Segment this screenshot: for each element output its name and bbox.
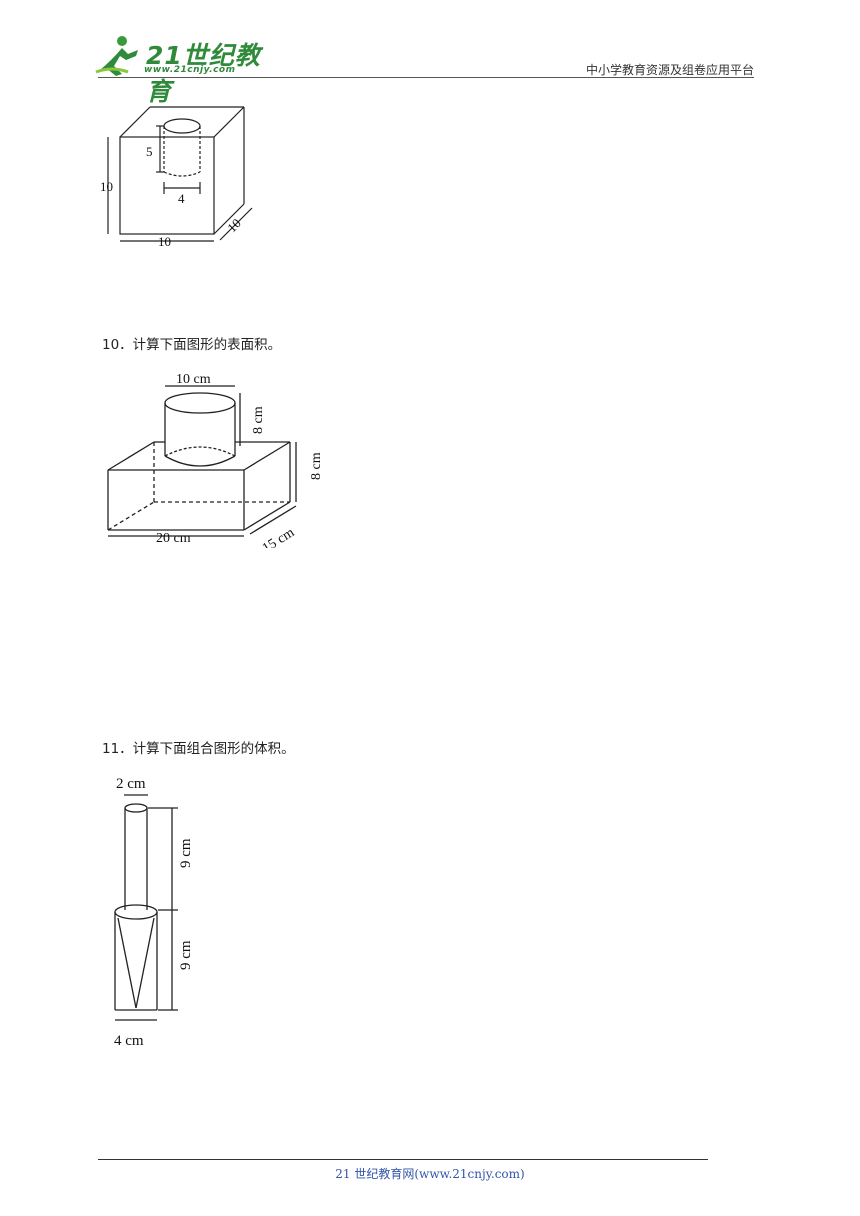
runner-logo-icon <box>95 36 138 76</box>
top-height-label: 9 cm <box>178 838 194 868</box>
cyl-diameter-label: 10 cm <box>176 372 211 387</box>
box-height-label: 8 cm <box>309 452 324 480</box>
hole-depth-label: 5 <box>146 144 153 159</box>
question-11-text: 11．计算下面组合图形的体积。 <box>102 741 295 757</box>
cylinder-cone-figure: 2 cm 9 cm 9 cm 4 cm <box>106 770 216 1055</box>
header-divider <box>98 77 754 78</box>
box-width-label: 20 cm <box>156 531 191 546</box>
footer-divider <box>98 1159 708 1160</box>
footer-link[interactable]: 21 世纪教育网(www.21cnjy.com) <box>335 1167 525 1181</box>
question-10-text: 10．计算下面图形的表面积。 <box>102 337 282 353</box>
width-label: 10 <box>158 234 171 249</box>
logo-text: 21世纪教育 <box>146 41 261 106</box>
bottom-height-label: 9 cm <box>178 940 194 970</box>
hole-diameter-label: 4 <box>178 191 185 206</box>
site-logo: 21世纪教育 www.21cnjy.com <box>92 34 262 106</box>
cylinder-on-box-figure: 10 cm 8 cm 8 cm 20 cm 15 cm <box>104 368 324 556</box>
bottom-diameter-label: 4 cm <box>114 1033 144 1049</box>
logo-url: www.21cnjy.com <box>144 65 236 75</box>
cyl-height-label: 8 cm <box>251 406 266 434</box>
height-label: 10 <box>100 179 113 194</box>
platform-title: 中小学教育资源及组卷应用平台 <box>585 63 754 77</box>
box-depth-label: 15 cm <box>260 525 297 548</box>
top-diameter-label: 2 cm <box>116 776 146 792</box>
cube-with-hole-figure: 5 4 10 10 10 <box>98 100 268 250</box>
